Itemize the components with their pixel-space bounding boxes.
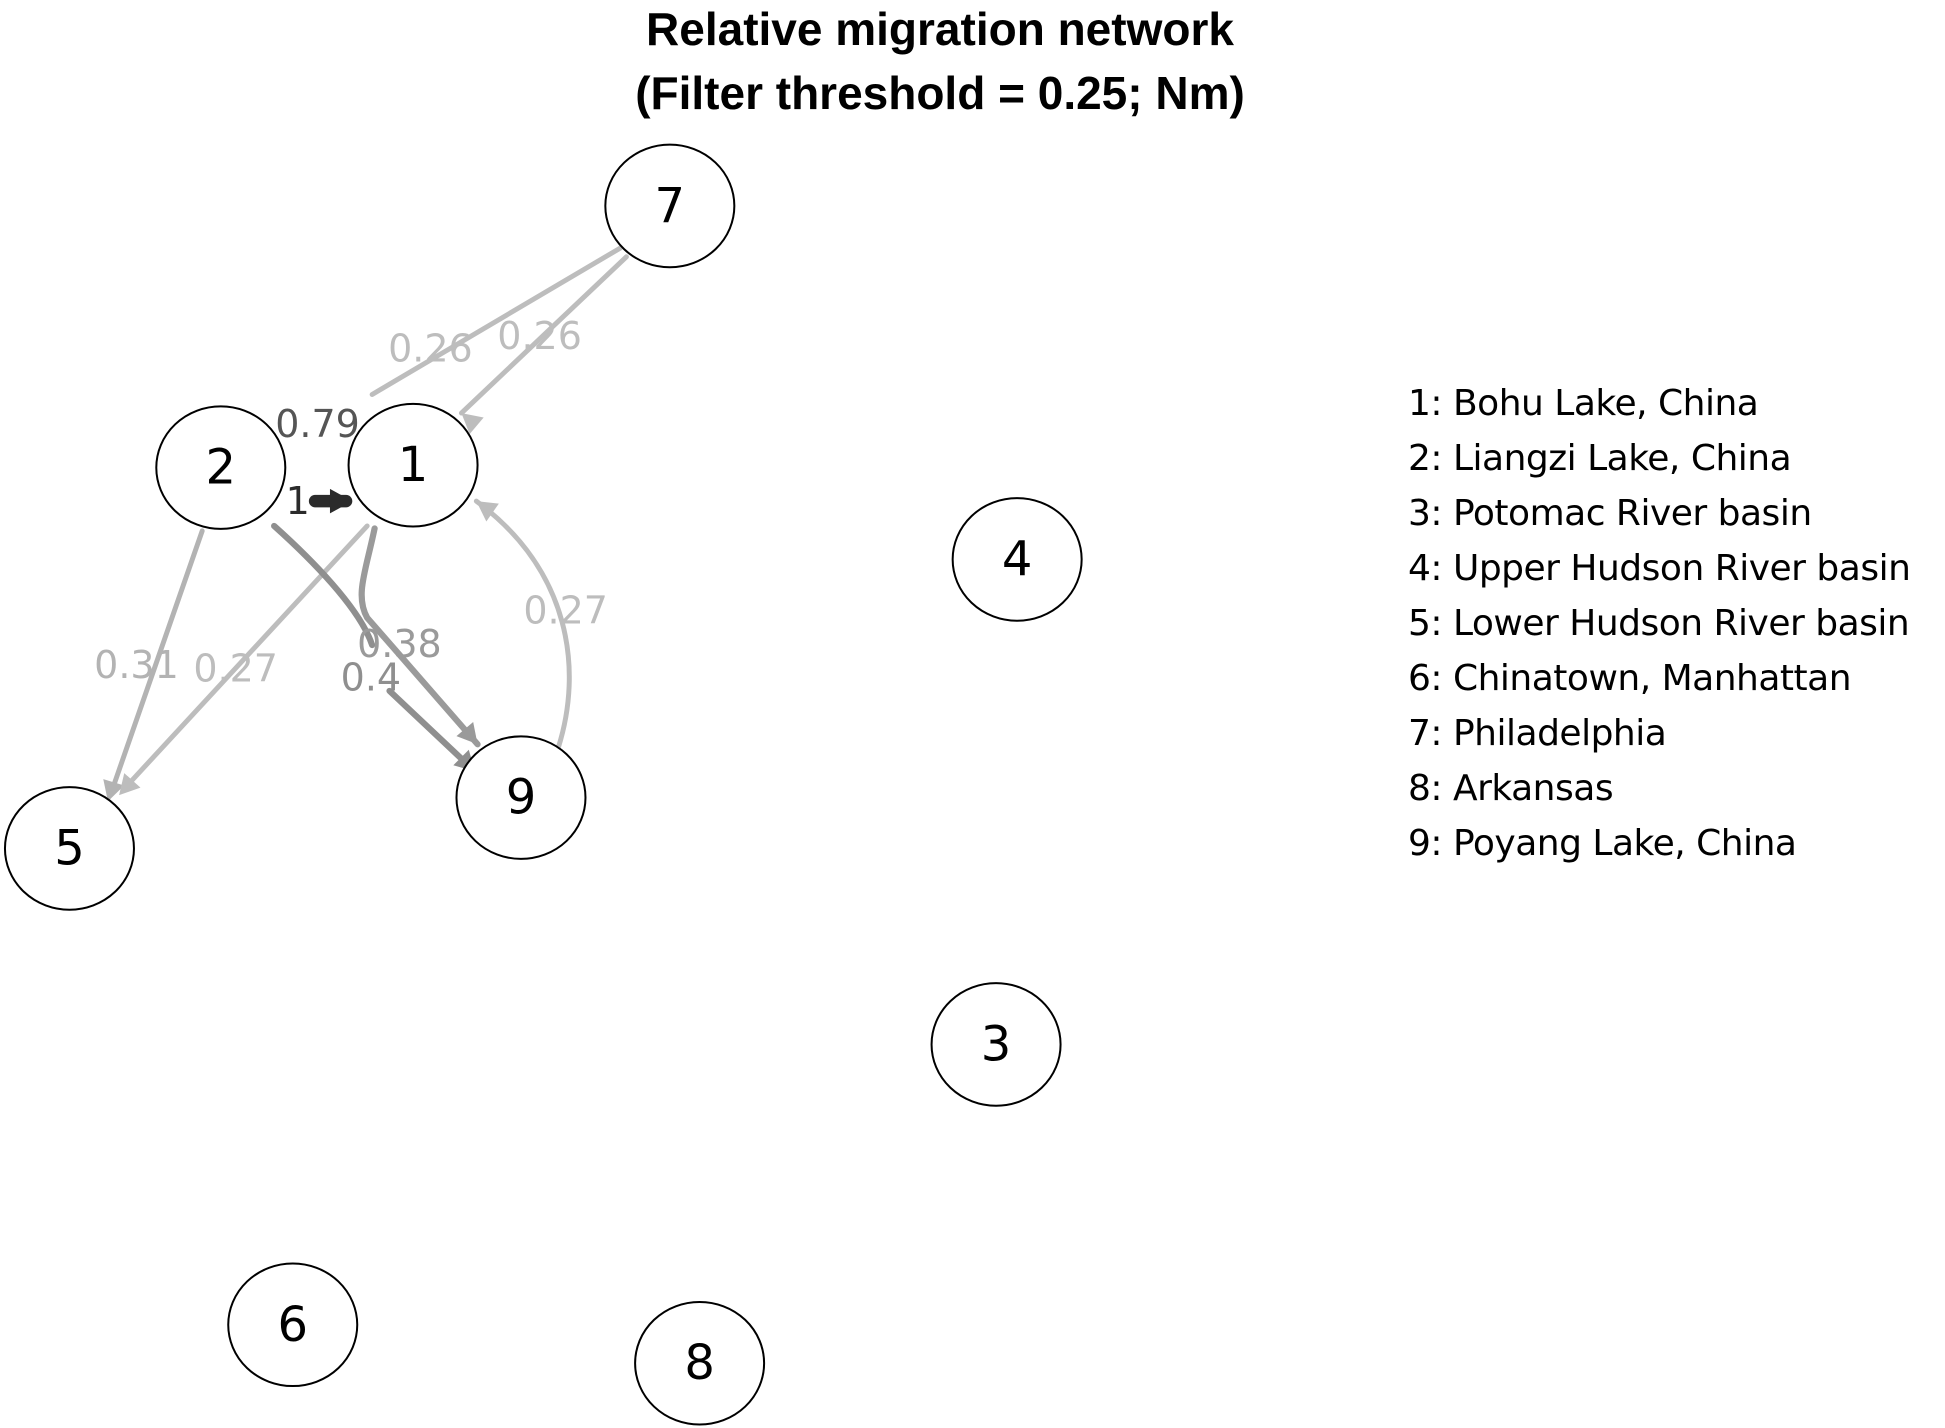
arrowhead	[476, 501, 499, 522]
node-label: 1	[398, 437, 429, 493]
node-1: 1	[347, 402, 479, 528]
arrowhead	[119, 773, 141, 796]
edge-2-to-5	[103, 528, 205, 802]
edge-1-to-9	[358, 525, 481, 748]
title-line-2: (Filter threshold = 0.25; Nm)	[635, 67, 1245, 119]
node-4: 4	[951, 497, 1083, 622]
node-circle	[227, 1262, 359, 1388]
edge-weight-label: 0.27	[523, 588, 608, 632]
node-9: 9	[455, 735, 587, 860]
legend-item-7: 7: Philadelphia	[1408, 713, 1667, 754]
edges-layer	[103, 245, 629, 802]
legend-item-2: 2: Liangzi Lake, China	[1408, 438, 1792, 479]
legend-item-5: 5: Lower Hudson River basin	[1408, 603, 1910, 644]
node-label: 6	[277, 1297, 308, 1353]
node-circle	[604, 143, 736, 269]
edge-weight-label: 0.4	[341, 655, 401, 699]
legend: 1: Bohu Lake, China 2: Liangzi Lake, Chi…	[1408, 376, 1911, 871]
node-label: 5	[54, 820, 85, 876]
edge-weight-label: 0.26	[497, 314, 582, 358]
legend-item-4: 4: Upper Hudson River basin	[1408, 548, 1911, 589]
legend-item-6: 6: Chinatown, Manhattan	[1408, 658, 1852, 699]
node-label: 4	[1002, 531, 1033, 587]
edge-labels-layer: 0.26 0.26 0.79 1 0.31 0.27 0.380.4 0.27	[94, 314, 608, 699]
node-circle	[155, 405, 287, 530]
node-label: 8	[684, 1335, 715, 1391]
node-label: 9	[506, 770, 537, 826]
edge-weight-label: 0.38	[357, 622, 442, 666]
edge-weight-label: 0.26	[388, 327, 473, 371]
arrowhead	[456, 722, 478, 745]
node-circle	[347, 402, 479, 528]
node-7: 7	[604, 143, 736, 269]
node-6: 6	[227, 1262, 359, 1388]
edge-7-to-1	[458, 254, 629, 435]
node-5: 5	[3, 786, 135, 911]
node-circle	[930, 982, 1062, 1107]
arrowhead	[103, 779, 125, 802]
title-line-1: Relative migration network	[646, 3, 1234, 55]
edge-2-to-1	[308, 488, 353, 514]
nodes-layer: 1 2 3 4 5 6 7 8 9	[3, 143, 1083, 1426]
legend-item-8: 8: Arkansas	[1408, 768, 1614, 809]
edge-weight-label: 0.31	[94, 643, 179, 687]
arrowhead	[461, 413, 484, 435]
edge-weight-label: 0.79	[275, 402, 360, 446]
legend-item-9: 9: Poyang Lake, China	[1408, 823, 1797, 864]
node-circle	[951, 497, 1083, 622]
edge-weight-label: 0.27	[193, 647, 278, 691]
legend-item-1: 1: Bohu Lake, China	[1408, 383, 1759, 424]
node-label: 2	[206, 440, 237, 496]
edge-9-to-1	[473, 498, 572, 751]
edge-1-to-5	[119, 523, 370, 796]
edge-7-to-2	[369, 245, 623, 397]
node-3: 3	[930, 982, 1062, 1107]
node-2: 2	[155, 405, 287, 530]
edge-weight-label: 1	[286, 479, 310, 523]
arrowhead	[329, 488, 353, 514]
node-circle	[634, 1300, 766, 1426]
node-circle	[455, 735, 587, 860]
node-8: 8	[634, 1300, 766, 1426]
node-label: 3	[981, 1016, 1012, 1072]
legend-item-3: 3: Potomac River basin	[1408, 493, 1812, 534]
node-circle	[3, 786, 135, 911]
node-label: 7	[655, 178, 686, 234]
